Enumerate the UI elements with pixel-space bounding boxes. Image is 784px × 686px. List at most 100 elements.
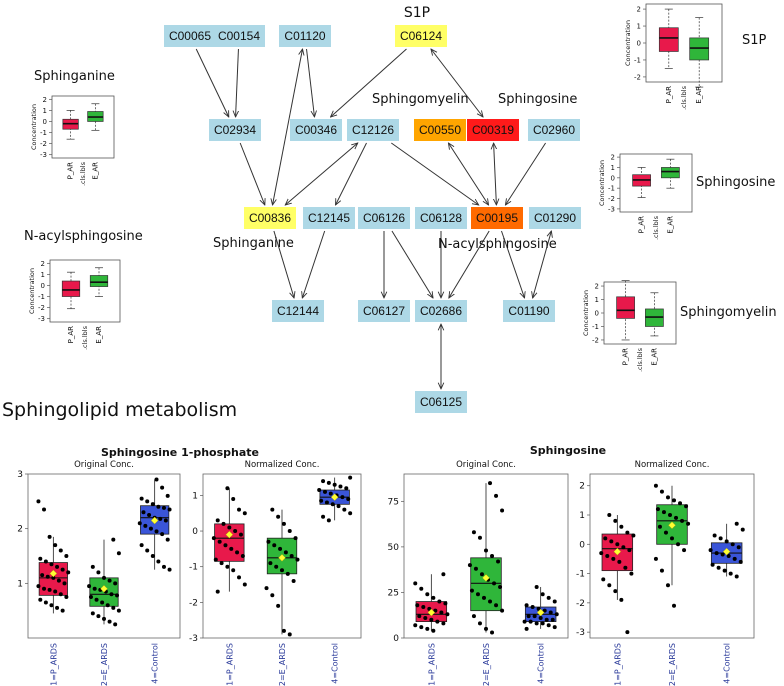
mini-ytick-label: 0	[637, 40, 641, 48]
chart-point	[534, 584, 539, 589]
chart-point	[60, 608, 65, 613]
chart-point	[90, 611, 95, 616]
chart-point	[659, 489, 664, 494]
chart-point	[215, 518, 220, 523]
chart-point	[625, 630, 630, 635]
chart-mean-marker	[225, 530, 234, 539]
label-sphinganine: Sphinganine	[213, 236, 294, 251]
chart-point	[342, 507, 347, 512]
edge-c00154-c02934	[236, 48, 239, 117]
chart-point	[53, 543, 58, 548]
chart-point	[479, 572, 484, 577]
chart-point	[425, 626, 430, 631]
mini-xlabel: .cls.lbls	[636, 347, 644, 372]
chart-point	[500, 508, 505, 513]
chart-point	[540, 592, 545, 597]
chart-point	[233, 529, 238, 534]
mini-plot-title: Sphingosine	[696, 175, 775, 190]
chart-point	[141, 510, 146, 515]
chart-point	[165, 493, 170, 498]
node-label: C06126	[363, 211, 405, 225]
chart-point	[338, 484, 343, 489]
chart-point	[429, 617, 434, 622]
edge-c12126-c12145	[336, 142, 367, 205]
node-label: C00346	[295, 123, 337, 137]
chart-mean-marker	[668, 521, 676, 530]
chart-point	[524, 626, 529, 631]
chart-point	[160, 532, 165, 537]
chart-point	[417, 614, 422, 619]
chart-point	[225, 564, 230, 569]
chart-point	[441, 572, 446, 577]
chart-point	[542, 608, 547, 613]
chart-category-label: 2=E_ARDS	[668, 643, 677, 686]
chart-ytick-label: 0	[393, 634, 399, 644]
mini-plot-frame	[51, 95, 115, 159]
chart-point	[148, 526, 153, 531]
chart-subtitle: Original Conc.	[74, 460, 134, 470]
chart-point	[548, 610, 553, 615]
chart-point	[242, 511, 247, 516]
mini-category-label: P_AR	[665, 86, 673, 104]
chart-ytick-label: 3	[17, 470, 23, 480]
chart-point	[611, 556, 616, 561]
chart-point	[49, 603, 54, 608]
edge-c12126-c00836	[285, 143, 358, 205]
mini-ylabel: Concentration	[30, 104, 38, 150]
chart-point	[534, 621, 539, 626]
mini-category-label: E_AR	[91, 162, 99, 180]
chart-point	[276, 514, 281, 519]
chart-subtitle: Original Conc.	[456, 460, 516, 470]
node-c01290: C01290	[529, 207, 581, 229]
chart-point	[139, 496, 144, 501]
chart-point	[87, 584, 92, 589]
chart-point	[60, 567, 65, 572]
node-label: C01190	[508, 304, 549, 318]
node-label: C02686	[420, 304, 462, 318]
node-label: C00195	[476, 211, 518, 225]
chart-point	[217, 539, 222, 544]
edge-c06124-c00346	[331, 48, 407, 117]
chart-point	[423, 615, 428, 620]
node-label: C12145	[308, 211, 350, 225]
chart-point	[736, 545, 741, 550]
chart-point	[496, 559, 501, 564]
chart-category-label: 2=E_ARDS	[482, 643, 491, 686]
chart-point	[319, 498, 324, 503]
mini-ytick-label: -2	[38, 304, 45, 312]
edge-c06124-c00319	[431, 49, 483, 117]
chart-ytick-label: 1	[192, 491, 198, 501]
chart-point	[156, 504, 161, 509]
chart-point	[484, 626, 488, 631]
chart-point	[467, 563, 472, 568]
edge-c00195-c01190	[501, 230, 524, 298]
chart-point	[213, 557, 218, 562]
mini-ytick-label: -1	[634, 56, 641, 64]
chart-point	[58, 592, 63, 597]
edge-c01290-c01190	[533, 231, 552, 298]
chart-point	[322, 489, 327, 494]
chart-ytick-label: -1	[576, 570, 585, 580]
node-label: C01290	[534, 211, 576, 225]
chart-point	[732, 556, 737, 561]
chart-point	[665, 583, 670, 588]
chart-point	[264, 586, 269, 591]
chart-point	[530, 605, 535, 610]
node-box	[415, 207, 467, 229]
chart-point	[710, 562, 715, 567]
mini-category-label: E_AR	[695, 86, 703, 104]
mini-ytick-label: -3	[608, 205, 615, 213]
chart-point	[471, 530, 476, 535]
node-c12144: C12144	[272, 300, 324, 322]
chart-mean-marker	[482, 574, 490, 582]
mini-box	[661, 167, 680, 179]
node-c02960: C02960	[528, 119, 580, 141]
chart-point	[672, 603, 677, 608]
chart-point	[242, 582, 247, 587]
chart-point	[154, 477, 159, 482]
node-label: C00319	[472, 123, 514, 137]
